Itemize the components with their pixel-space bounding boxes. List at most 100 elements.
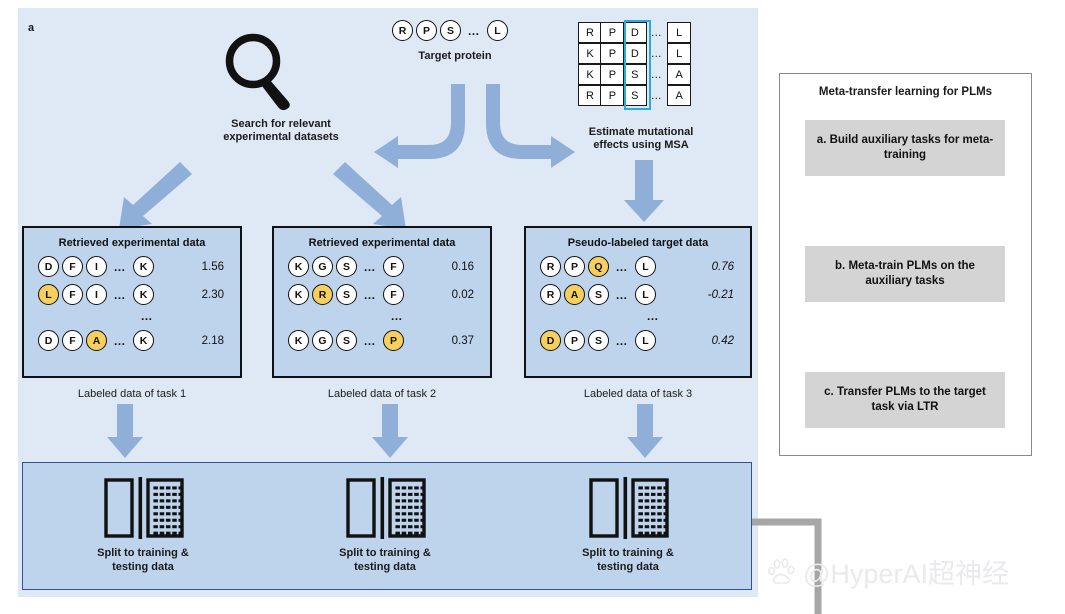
- task-variant-residue: L: [635, 284, 656, 305]
- step-box-b: b. Meta-train PLMs on the auxiliary task…: [805, 246, 1005, 302]
- target-protein-caption: Target protein: [418, 50, 492, 62]
- task-1-caption: Labeled data of task 1: [77, 388, 187, 400]
- split-caption-line1: Split to training &: [339, 547, 431, 559]
- search-caption-line2: experimental datasets: [223, 131, 339, 144]
- task-variant-residue: Q: [588, 256, 609, 277]
- msa-cell: L: [667, 43, 692, 64]
- split-cell-caption: Split to training &testing data: [285, 547, 485, 575]
- msa-cell: D: [622, 43, 647, 64]
- task-fitness-value: -0.21: [707, 288, 734, 301]
- task-fitness-value: 0.16: [451, 260, 474, 273]
- task-variant-residue: G: [312, 330, 333, 351]
- task-fitness-value: 2.18: [201, 334, 224, 347]
- task-variant-ellipsis: …: [615, 287, 629, 302]
- baidu-paw-icon: [768, 558, 795, 584]
- msa-cell: S: [622, 85, 647, 106]
- msa-caption: Estimate mutational effects using MSA: [566, 126, 716, 153]
- watermark: @HyperAI超神经: [768, 548, 1058, 594]
- msa-ellipsis: …: [650, 47, 662, 60]
- split-caption-line2: testing data: [354, 560, 416, 573]
- task-variant-ellipsis: …: [113, 259, 127, 274]
- task-fitness-value: 0.02: [451, 288, 474, 301]
- msa-cell: L: [667, 22, 692, 43]
- task-variant-ellipsis: …: [113, 333, 127, 348]
- msa-cell: A: [667, 85, 692, 106]
- train-test-split-icon: [101, 477, 185, 539]
- task-variant-residue: K: [288, 330, 309, 351]
- task-variant-residue: S: [336, 256, 357, 277]
- msa-cell: R: [578, 85, 602, 106]
- task-variant-residue: L: [38, 284, 59, 305]
- task-variant-ellipsis: …: [363, 259, 377, 274]
- task-variant-residue: F: [383, 256, 404, 277]
- task-rows-ellipsis: …: [646, 309, 660, 323]
- msa-cell: R: [578, 22, 602, 43]
- msa-cell: A: [667, 64, 692, 85]
- task-rows-ellipsis: …: [390, 309, 404, 323]
- task-3-caption: Labeled data of task 3: [583, 388, 693, 400]
- split-caption-line2: testing data: [112, 560, 174, 573]
- task-variant-residue: P: [383, 330, 404, 351]
- step-box-c: c. Transfer PLMs to the target task via …: [805, 372, 1005, 428]
- task-fitness-value: 2.30: [201, 288, 224, 301]
- task-box-title: Pseudo-labeled target data: [567, 237, 709, 249]
- task-variant-residue: R: [540, 284, 561, 305]
- msa-cell: K: [578, 64, 602, 85]
- task-variant-residue: F: [62, 284, 83, 305]
- msa-ellipsis: …: [650, 68, 662, 81]
- target-protein-residue: S: [440, 20, 461, 41]
- msa-ellipsis: …: [650, 26, 662, 39]
- train-test-split-icon: [343, 477, 427, 539]
- task-variant-residue: D: [38, 330, 59, 351]
- task-fitness-value: 1.56: [201, 260, 224, 273]
- watermark-text: @HyperAI超神经: [803, 558, 1009, 589]
- task-variant-residue: I: [86, 256, 107, 277]
- split-cell: Split to training &testing data: [528, 477, 728, 575]
- target-protein-residue: P: [416, 20, 437, 41]
- task-variant-residue: A: [564, 284, 585, 305]
- train-test-split-icon: [586, 477, 670, 539]
- task-variant-residue: P: [564, 256, 585, 277]
- task-variant-residue: L: [635, 330, 656, 351]
- task-variant-residue: S: [588, 330, 609, 351]
- split-cell-caption: Split to training &testing data: [528, 547, 728, 575]
- task-2-caption: Labeled data of task 2: [327, 388, 437, 400]
- task-variant-ellipsis: …: [363, 333, 377, 348]
- step-box-a: a. Build auxiliary tasks for meta-traini…: [805, 120, 1005, 176]
- task-variant-residue: I: [86, 284, 107, 305]
- task-variant-residue: L: [635, 256, 656, 277]
- task-variant-residue: F: [62, 330, 83, 351]
- task-variant-ellipsis: …: [363, 287, 377, 302]
- msa-cell: P: [600, 85, 625, 106]
- split-caption-line1: Split to training &: [582, 547, 674, 559]
- task-variant-residue: G: [312, 256, 333, 277]
- task-variant-residue: K: [133, 284, 154, 305]
- task-variant-residue: K: [133, 256, 154, 277]
- task-variant-residue: K: [288, 284, 309, 305]
- search-caption: Search for relevant experimental dataset…: [186, 118, 376, 145]
- msa-cell: P: [600, 22, 625, 43]
- task-variant-residue: S: [336, 330, 357, 351]
- target-protein-residue: L: [487, 20, 508, 41]
- magnifier-icon: [222, 30, 298, 112]
- task-box-title: Retrieved experimental data: [58, 237, 206, 249]
- search-caption-line1: Search for relevant: [231, 118, 331, 130]
- task-variant-residue: F: [383, 284, 404, 305]
- task-variant-ellipsis: …: [113, 287, 127, 302]
- task-variant-residue: A: [86, 330, 107, 351]
- msa-cell: K: [578, 43, 602, 64]
- panel-label-a: a: [28, 22, 35, 34]
